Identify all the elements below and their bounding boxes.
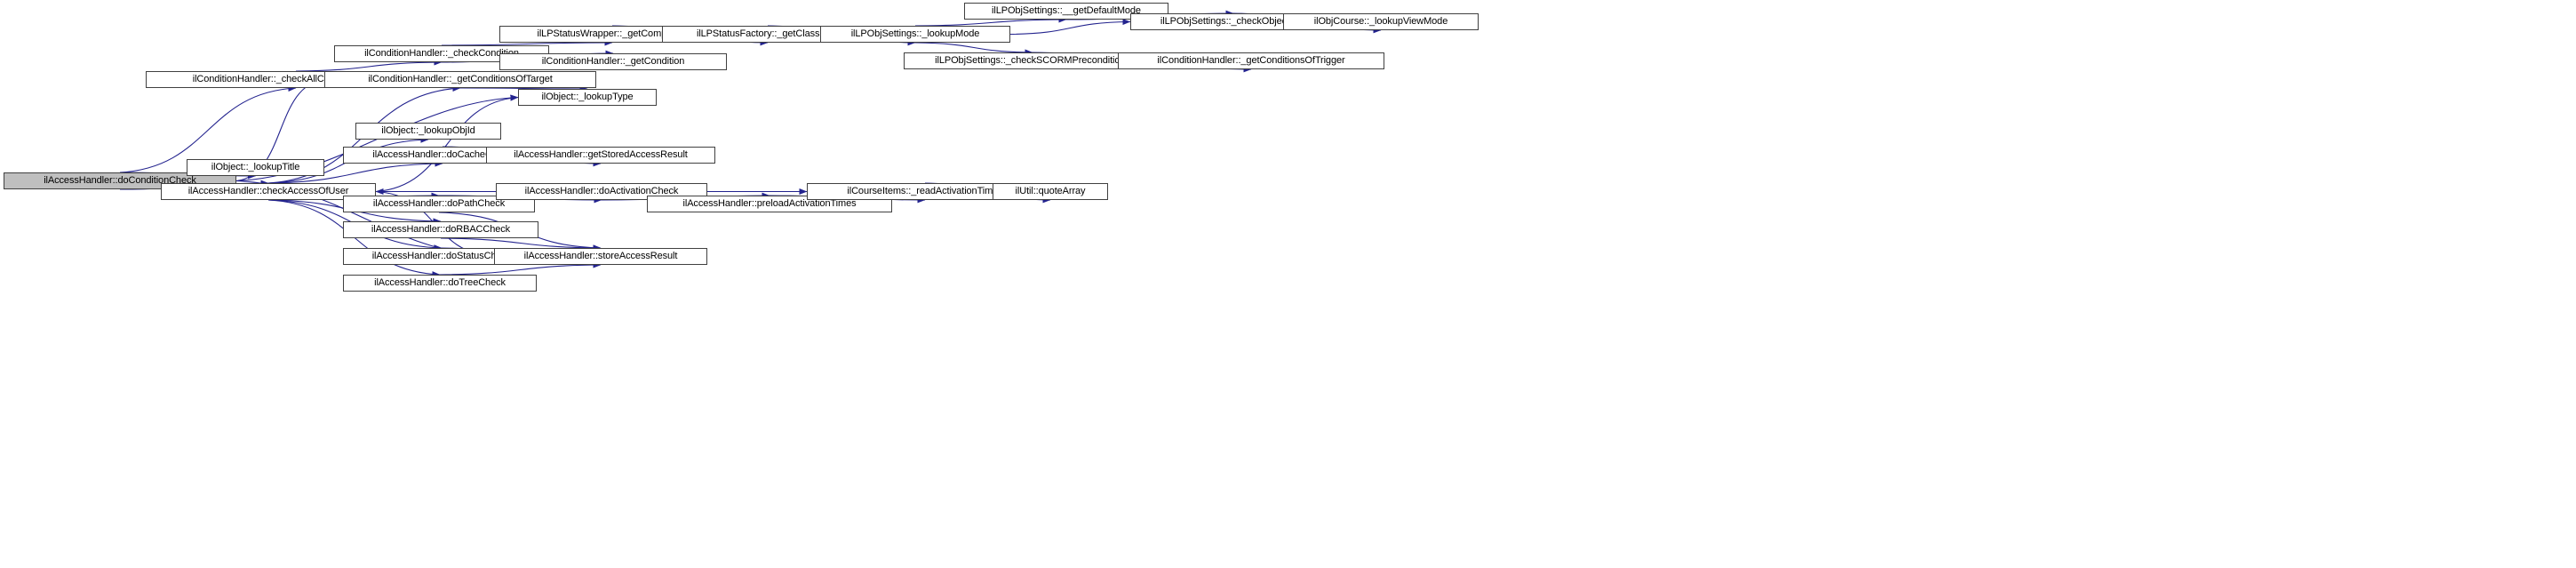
- graph-node-lookupViewMode[interactable]: ilObjCourse::_lookupViewMode: [1283, 13, 1479, 30]
- graph-node-label: ilLPObjSettings::_checkObjectives: [1160, 16, 1307, 27]
- graph-node-label: ilAccessHandler::doPathCheck: [372, 198, 506, 209]
- graph-node-label: ilCourseItems::_readActivationTimes: [847, 186, 1003, 196]
- graph-node-label: ilAccessHandler::preloadActivationTimes: [682, 198, 857, 209]
- graph-node-getDefaultMode[interactable]: ilLPObjSettings::__getDefaultMode: [964, 3, 1168, 20]
- graph-node-doPathCheck[interactable]: ilAccessHandler::doPathCheck: [343, 196, 535, 212]
- graph-node-label: ilConditionHandler::_checkCondition: [364, 48, 519, 59]
- graph-node-quoteArray[interactable]: ilUtil::quoteArray: [993, 183, 1108, 200]
- graph-node-label: ilLPStatusFactory::_getClassById: [696, 28, 840, 39]
- graph-node-getConditionsOfTarget[interactable]: ilConditionHandler::_getConditionsOfTarg…: [324, 71, 596, 88]
- graph-node-getCondition[interactable]: ilConditionHandler::_getCondition: [499, 53, 727, 70]
- graph-node-label: ilAccessHandler::getStoredAccessResult: [514, 149, 688, 160]
- graph-node-label: ilAccessHandler::checkAccessOfUser: [187, 186, 349, 196]
- graph-node-lookupMode[interactable]: ilLPObjSettings::_lookupMode: [820, 26, 1010, 43]
- graph-node-label: ilConditionHandler::_getCondition: [541, 56, 685, 67]
- graph-node-label: ilObject::_lookupObjId: [381, 125, 475, 136]
- graph-node-label: ilAccessHandler::doCacheCheck: [372, 149, 513, 160]
- graph-node-lookupType[interactable]: ilObject::_lookupType: [518, 89, 657, 106]
- graph-node-label: ilObject::_lookupTitle: [211, 162, 300, 172]
- graph-node-label: ilAccessHandler::doConditionCheck: [44, 175, 196, 186]
- graph-node-label: ilConditionHandler::_checkAllConditionsO…: [192, 74, 400, 84]
- graph-node-checkAccessOfUser[interactable]: ilAccessHandler::checkAccessOfUser: [161, 183, 376, 200]
- graph-node-label: ilUtil::quoteArray: [1015, 186, 1086, 196]
- graph-node-label: ilObjCourse::_lookupViewMode: [1313, 16, 1448, 27]
- graph-node-storeAccessResult[interactable]: ilAccessHandler::storeAccessResult: [494, 248, 707, 265]
- graph-node-label: ilLPObjSettings::__getDefaultMode: [992, 5, 1141, 16]
- graph-node-doRBACCheck[interactable]: ilAccessHandler::doRBACCheck: [343, 221, 538, 238]
- graph-node-getConditionsOfTrigger[interactable]: ilConditionHandler::_getConditionsOfTrig…: [1118, 52, 1384, 69]
- graph-node-lookupObjId[interactable]: ilObject::_lookupObjId: [355, 123, 501, 140]
- graph-node-label: ilAccessHandler::doRBACCheck: [371, 224, 511, 235]
- graph-node-label: ilLPStatusWrapper::_getCompleted: [537, 28, 688, 39]
- graph-node-label: ilAccessHandler::doStatusCheck: [371, 251, 512, 261]
- graph-node-label: ilLPObjSettings::_lookupMode: [850, 28, 980, 39]
- graph-node-lookupTitle[interactable]: ilObject::_lookupTitle: [187, 159, 324, 176]
- graph-node-label: ilAccessHandler::storeAccessResult: [523, 251, 678, 261]
- graph-node-label: ilAccessHandler::doTreeCheck: [374, 277, 506, 288]
- graph-node-getStoredAccessResult[interactable]: ilAccessHandler::getStoredAccessResult: [486, 147, 715, 164]
- graph-node-label: ilConditionHandler::_getConditionsOfTarg…: [368, 74, 553, 84]
- graph-node-label: ilLPObjSettings::_checkSCORMPrecondition…: [935, 55, 1130, 66]
- graph-node-label: ilConditionHandler::_getConditionsOfTrig…: [1157, 55, 1345, 66]
- graph-node-doTreeCheck[interactable]: ilAccessHandler::doTreeCheck: [343, 275, 537, 292]
- graph-node-label: ilAccessHandler::doActivationCheck: [524, 186, 679, 196]
- graph-node-label: ilObject::_lookupType: [541, 92, 634, 102]
